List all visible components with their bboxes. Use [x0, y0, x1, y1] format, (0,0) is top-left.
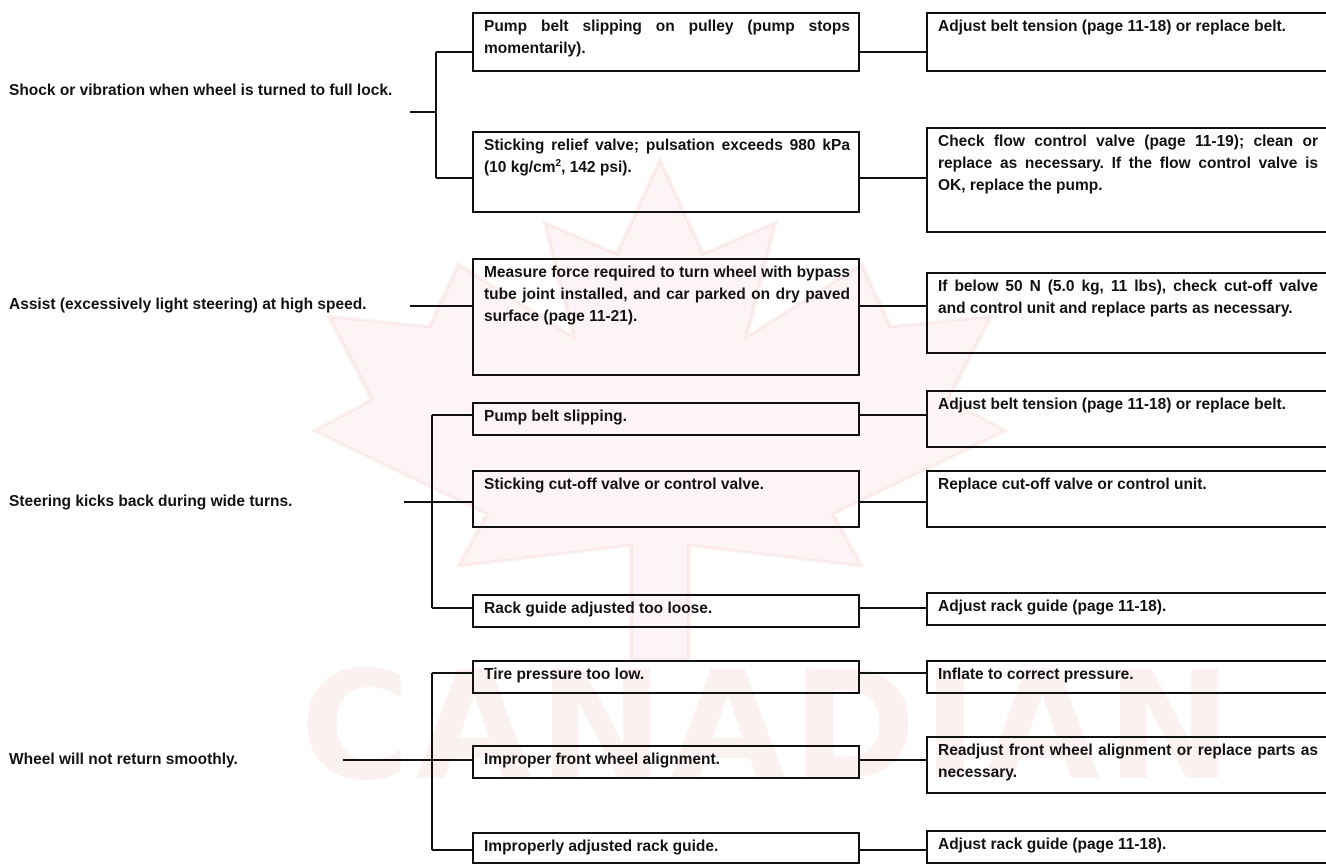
remedy-box-rack-guide-2: Adjust rack guide (page 11-18).: [926, 830, 1326, 864]
cause-box-wheel-alignment: Improper front wheel alignment.: [472, 745, 860, 779]
cause-text: Measure force required to turn wheel wit…: [484, 264, 850, 325]
remedy-box-flow-control: Check flow control valve (page 11-19); c…: [926, 127, 1326, 233]
cause-text: Sticking cut-off valve or control valve.: [484, 476, 764, 493]
cause-text: , 142 psi).: [561, 159, 632, 176]
cause-text: Improper front wheel alignment.: [484, 751, 720, 768]
cause-text: Pump belt slipping on pulley (pump stops…: [484, 18, 850, 57]
remedy-box-belt-tension-1: Adjust belt tension (page 11-18) or repl…: [926, 12, 1326, 72]
cause-text: Pump belt slipping.: [484, 408, 627, 425]
cause-box-rack-guide-loose: Rack guide adjusted too loose.: [472, 594, 860, 628]
remedy-text: If below 50 N (5.0 kg, 11 lbs), check cu…: [938, 278, 1318, 317]
remedy-box-rack-guide-1: Adjust rack guide (page 11-18).: [926, 592, 1326, 626]
remedy-box-readjust-alignment: Readjust front wheel alignment or replac…: [926, 736, 1326, 794]
symptom-wheel-return: Wheel will not return smoothly.: [9, 751, 238, 768]
symptom-light-steering: Assist (excessively light steering) at h…: [9, 296, 367, 313]
remedy-text: Adjust belt tension (page 11-18) or repl…: [938, 18, 1286, 35]
remedy-text: Replace cut-off valve or control unit.: [938, 476, 1207, 493]
cause-text: Improperly adjusted rack guide.: [484, 838, 719, 855]
remedy-text: Check flow control valve (page 11-19); c…: [938, 133, 1318, 194]
maple-leaf-watermark-icon: [310, 155, 1010, 662]
remedy-text: Adjust belt tension (page 11-18) or repl…: [938, 396, 1286, 413]
remedy-box-belt-tension-2: Adjust belt tension (page 11-18) or repl…: [926, 390, 1326, 448]
symptom-kickback: Steering kicks back during wide turns.: [9, 493, 293, 510]
cause-box-rack-guide-improper: Improperly adjusted rack guide.: [472, 832, 860, 864]
cause-box-relief-valve: Sticking relief valve; pulsation exceeds…: [472, 131, 860, 213]
remedy-text: Inflate to correct pressure.: [938, 666, 1134, 683]
cause-text: Rack guide adjusted too loose.: [484, 600, 713, 617]
cause-box-pump-belt-pulley: Pump belt slipping on pulley (pump stops…: [472, 12, 860, 72]
cause-box-pump-belt: Pump belt slipping.: [472, 402, 860, 436]
symptom-shock-vibration: Shock or vibration when wheel is turned …: [9, 82, 393, 99]
cause-text: Sticking relief valve; pulsation exceeds…: [484, 137, 850, 176]
watermark-text: CANADIAN: [300, 640, 1238, 814]
remedy-box-replace-cutoff: Replace cut-off valve or control unit.: [926, 470, 1326, 528]
cause-box-tire-pressure: Tire pressure too low.: [472, 660, 860, 694]
remedy-text: Adjust rack guide (page 11-18).: [938, 598, 1167, 615]
remedy-text: Readjust front wheel alignment or replac…: [938, 742, 1318, 781]
cause-box-cutoff-valve: Sticking cut-off valve or control valve.: [472, 470, 860, 528]
remedy-box-inflate: Inflate to correct pressure.: [926, 660, 1326, 694]
remedy-box-cutoff-control-unit: If below 50 N (5.0 kg, 11 lbs), check cu…: [926, 272, 1326, 354]
cause-text: Tire pressure too low.: [484, 666, 645, 683]
remedy-text: Adjust rack guide (page 11-18).: [938, 836, 1167, 853]
cause-superscript: 2: [555, 157, 562, 169]
cause-box-measure-force: Measure force required to turn wheel wit…: [472, 258, 860, 376]
